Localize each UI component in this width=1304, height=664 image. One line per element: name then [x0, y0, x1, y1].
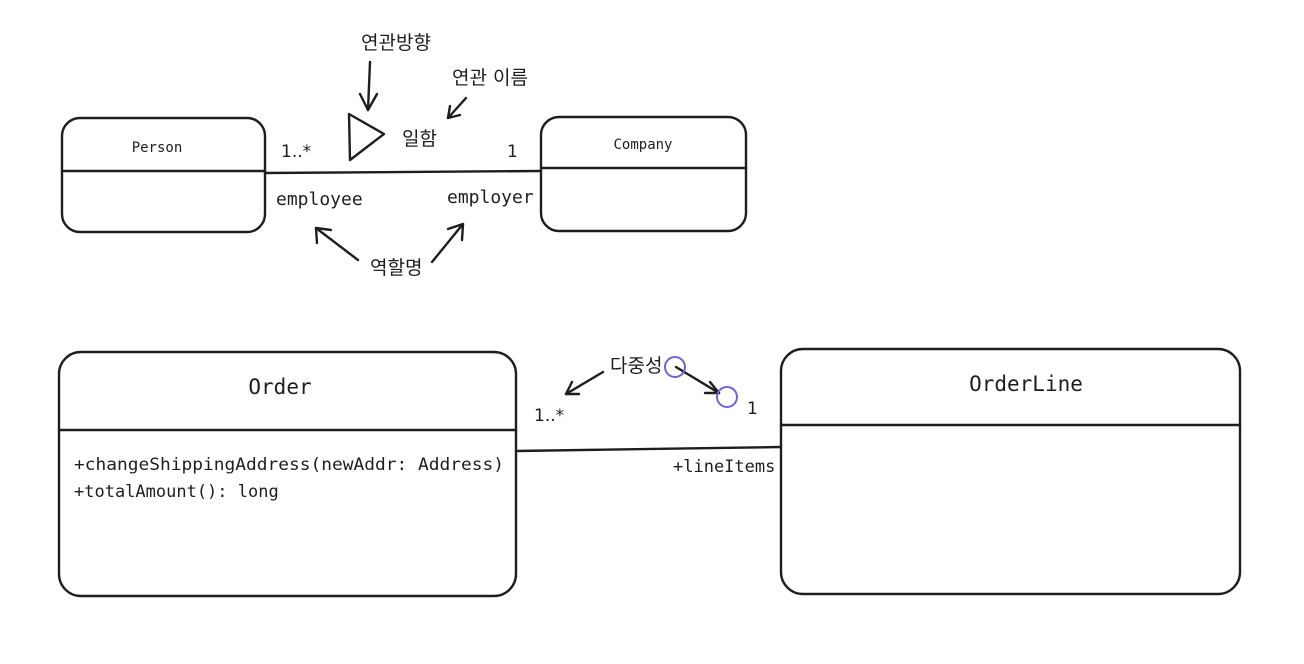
association-direction-triangle[interactable] [347, 112, 386, 162]
label-role-name: 역할명 [370, 257, 422, 279]
class-person-box [60, 116, 267, 234]
arrow-to-multiplicity-order[interactable] [564, 370, 605, 396]
role-employer: employer [447, 187, 534, 208]
multiplicity-person: 1..* [281, 142, 311, 162]
arrow-to-role-employee[interactable] [314, 226, 360, 262]
role-employee: employee [276, 189, 363, 210]
multiplicity-orderline: 1 [747, 399, 758, 419]
class-company[interactable]: Company [539, 115, 748, 233]
class-company-box [539, 115, 748, 233]
operation-total-amount: +totalAmount(): long [74, 482, 279, 502]
class-company-name: Company [613, 137, 672, 153]
label-association-name: 연관 이름 [452, 67, 528, 89]
label-direction: 연관방향 [361, 32, 431, 54]
selection-handle-start[interactable] [664, 356, 686, 378]
class-orderline-box [779, 347, 1242, 596]
label-multiplicity: 다중성 [610, 355, 662, 377]
class-orderline[interactable]: OrderLine [779, 347, 1242, 596]
multiplicity-order: 1..* [534, 406, 564, 426]
class-person-name: Person [132, 140, 183, 156]
class-person[interactable]: Person [60, 116, 267, 234]
association-line-bottom[interactable] [514, 445, 783, 453]
association-line-top[interactable] [263, 169, 543, 175]
class-order[interactable]: Order +changeShippingAddress(newAddr: Ad… [57, 350, 518, 598]
association-name: 일함 [402, 128, 437, 150]
class-order-box [57, 350, 518, 598]
role-line-items: +lineItems [673, 457, 775, 477]
class-order-name: Order [248, 375, 311, 399]
class-orderline-name: OrderLine [969, 372, 1083, 396]
operation-change-shipping-address: +changeShippingAddress(newAddr: Address) [74, 455, 504, 475]
arrow-to-association-name[interactable] [446, 96, 468, 120]
arrow-to-multiplicity-orderline[interactable] [664, 356, 738, 408]
arrow-to-triangle[interactable] [358, 60, 379, 112]
multiplicity-company: 1 [507, 142, 518, 162]
arrow-to-role-employer[interactable] [430, 222, 465, 264]
selection-handle-end[interactable] [716, 386, 738, 408]
